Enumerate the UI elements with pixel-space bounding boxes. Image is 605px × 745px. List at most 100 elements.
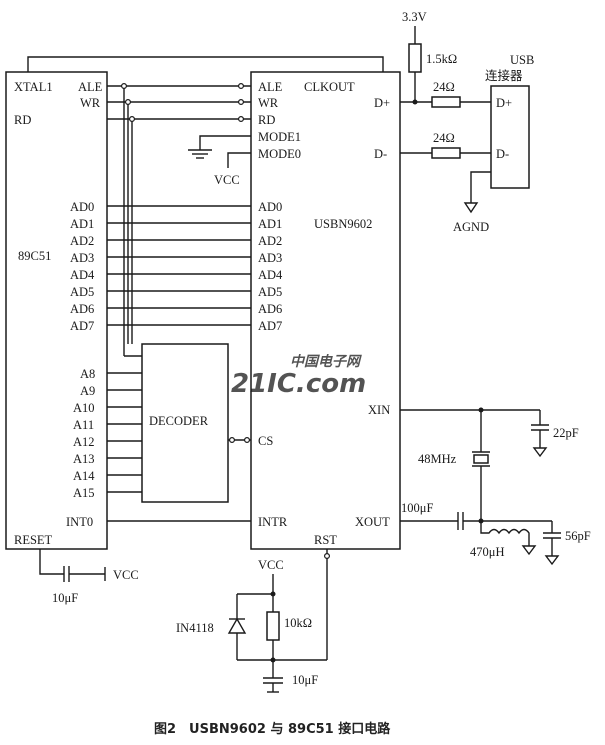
pin-label: WR xyxy=(258,96,279,110)
crystal-label: 48MHz xyxy=(418,452,457,466)
pin-label: AD4 xyxy=(258,268,283,282)
pin-label: XTAL1 xyxy=(14,80,53,94)
reset-wire xyxy=(39,549,64,575)
resistor-pullup xyxy=(408,43,422,73)
junction xyxy=(129,115,136,122)
pin-label: ALE xyxy=(258,80,283,94)
junction xyxy=(244,437,251,444)
pin-label: AD2 xyxy=(70,234,94,248)
pin-label: A10 xyxy=(73,401,95,415)
pin-label: RD xyxy=(258,113,275,127)
usb-section: 3.3V 1.5kΩ 24Ω 24Ω USB 连接器 D+ D- AGND xyxy=(400,10,534,234)
mode0-wire xyxy=(227,152,251,168)
junction xyxy=(324,552,331,559)
usb-connector-subtitle: 连接器 xyxy=(485,68,523,83)
usb-pin-label: D- xyxy=(496,147,509,161)
supply-3v3-label: 3.3V xyxy=(402,10,427,24)
pin-label: A12 xyxy=(73,435,95,449)
watermark-line2: 21IC.com xyxy=(231,369,366,399)
r-dplus-label: 24Ω xyxy=(433,80,455,94)
ground-symbol xyxy=(544,555,560,566)
reset-cap-label: 10μF xyxy=(52,591,78,605)
pin-label: RD xyxy=(14,113,31,127)
pin-label: AD6 xyxy=(70,302,94,316)
diode-body xyxy=(227,617,247,634)
junction xyxy=(238,98,245,105)
pin-label: INT0 xyxy=(66,515,93,529)
chip-89c51-name: 89C51 xyxy=(18,249,51,263)
chip-89c51-body xyxy=(5,71,108,550)
pin-label: AD0 xyxy=(70,200,94,214)
mode-pins: VCC xyxy=(188,135,251,187)
mode1-wire xyxy=(199,135,251,150)
pin-label: A9 xyxy=(80,384,95,398)
junction xyxy=(270,657,276,663)
chip-usbn9602-body xyxy=(250,71,401,550)
chip-usbn9602-name: USBN9602 xyxy=(314,217,372,231)
diode-label: IN4118 xyxy=(176,621,214,635)
pin-label: D- xyxy=(374,147,387,161)
r-pullup-label: 1.5kΩ xyxy=(426,52,457,66)
junction xyxy=(238,115,245,122)
pin-label: XOUT xyxy=(355,515,390,529)
pin-label: MODE1 xyxy=(258,130,301,144)
rst-vcc-label: VCC xyxy=(258,558,284,572)
rst-network: VCC IN4118 10kΩ 10μF xyxy=(176,549,331,693)
junction xyxy=(124,98,131,105)
figure-caption: 图2 USBN9602 与 89C51 接口电路 xyxy=(154,721,391,737)
agnd-label: AGND xyxy=(453,220,489,234)
watermark-line1: 中国电子网 xyxy=(290,353,362,370)
inductor-coil xyxy=(480,521,530,546)
pin-label: INTR xyxy=(258,515,288,529)
crystal-body xyxy=(473,454,489,464)
junction xyxy=(238,82,245,89)
usb-connector-body xyxy=(490,85,530,189)
pin-label: AD0 xyxy=(258,200,282,214)
pin-label: AD3 xyxy=(70,251,94,265)
resistor-dminus xyxy=(431,147,461,159)
pin-label: AD6 xyxy=(258,302,282,316)
pin-label: D+ xyxy=(374,96,390,110)
mode0-vcc-label: VCC xyxy=(214,173,240,187)
resistor-rst xyxy=(266,611,280,641)
junction xyxy=(270,591,276,597)
pin-label: RST xyxy=(314,533,337,547)
xtal-clkout-wire xyxy=(27,56,384,72)
pin-label: AD7 xyxy=(258,319,282,333)
pin-label: XIN xyxy=(368,403,390,417)
junction xyxy=(229,437,236,444)
pin-label: AD4 xyxy=(70,268,95,282)
pin-label: A8 xyxy=(80,367,95,381)
pin-label: AD7 xyxy=(70,319,94,333)
agnd-wire xyxy=(470,171,491,203)
resistor-dplus xyxy=(431,96,461,108)
inductor-label: 470μH xyxy=(470,545,504,559)
pin-label: A13 xyxy=(73,452,95,466)
decoder-body xyxy=(141,343,229,503)
ground-symbol xyxy=(532,447,548,458)
reset-vcc-label: VCC xyxy=(113,568,139,582)
cap-coupling-label: 100μF xyxy=(401,501,433,515)
chip-usbn9602: ALE CLKOUT WR D+ RD MODE1 MODE0 D- AD0 A… xyxy=(250,71,401,550)
pin-label: CS xyxy=(258,434,273,448)
pin-label: AD5 xyxy=(70,285,94,299)
bus-wires xyxy=(27,56,384,522)
pin-label: CLKOUT xyxy=(304,80,355,94)
watermark: 中国电子网 21IC.com xyxy=(231,353,366,399)
pin-label: AD3 xyxy=(258,251,282,265)
chip-89c51: XTAL1 ALE WR RD 89C51 AD0 AD1 AD2 AD3 AD… xyxy=(5,71,108,550)
reset-89c51-section: VCC 10μF xyxy=(39,549,139,605)
pin-label: AD2 xyxy=(258,234,282,248)
pin-label: WR xyxy=(80,96,101,110)
cap-xin-label: 22pF xyxy=(553,426,579,440)
agnd-symbol xyxy=(463,202,479,214)
ground-symbol xyxy=(521,545,537,556)
usb-pin-label: D+ xyxy=(496,96,512,110)
pin-label: AD1 xyxy=(258,217,282,231)
r-dminus-label: 24Ω xyxy=(433,131,455,145)
oscillator-section: 22pF 48MHz 100μF 470μH 56pF xyxy=(400,407,591,566)
r-rst-label: 10kΩ xyxy=(284,616,312,630)
pin-label: A11 xyxy=(73,418,94,432)
pin-label: A14 xyxy=(73,469,95,483)
